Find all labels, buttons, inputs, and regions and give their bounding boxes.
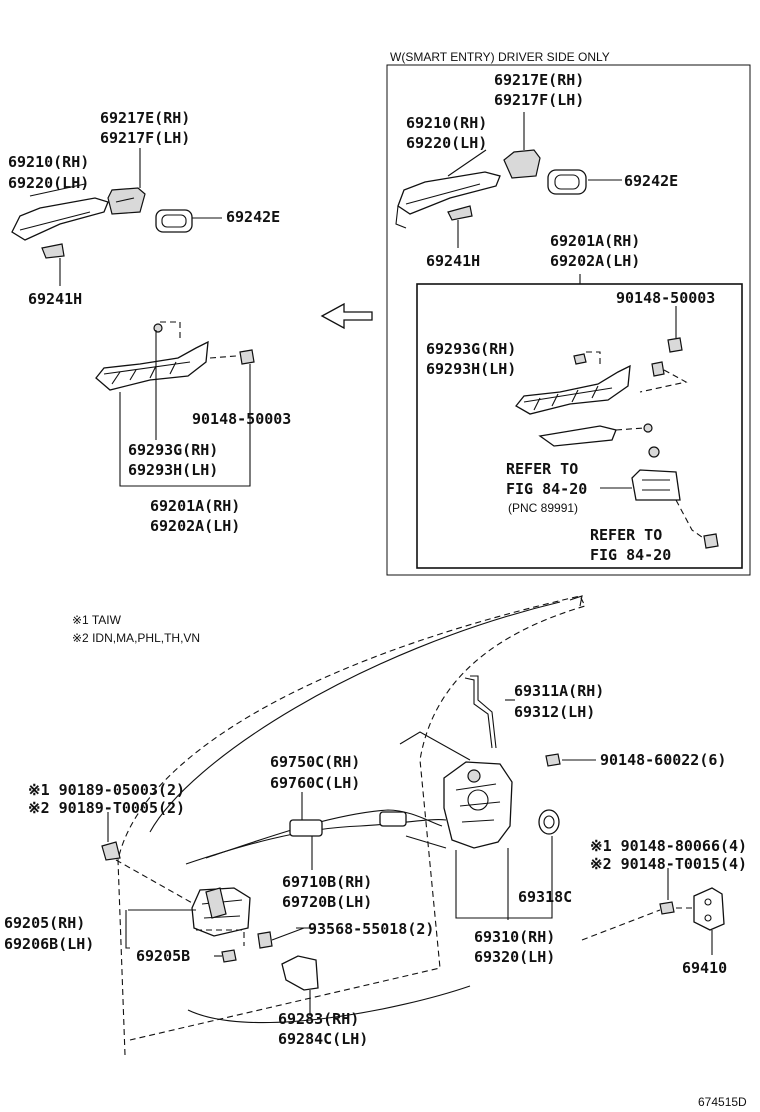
door-label-69311a: 69311A(RH) [514,682,604,700]
left-label-69241h: 69241H [28,290,82,308]
left-label-69242e: 69242E [226,208,280,226]
handle-gasket-drawing [41,243,65,259]
smart-entry-title: W(SMART ENTRY) DRIVER SIDE ONLY [390,50,610,64]
door-label-69750c: 69750C(RH) [270,753,360,771]
smart-entry-box [386,64,751,576]
door-label-69710b: 69710B(RH) [282,873,372,891]
note-2: ※2 IDN,MA,PHL,TH,VN [72,631,200,645]
door-label-69206b: 69206B(LH) [4,935,94,953]
se-label-69217f: 69217F(LH) [494,91,584,109]
note-1: ※1 TAIW [72,613,122,627]
door-label-69760c: 69760C(LH) [270,774,360,792]
se-label-69217e: 69217E(RH) [494,71,584,89]
se-refer1-line3: (PNC 89991) [508,501,578,515]
se-label-90148-50003: 90148-50003 [616,289,715,307]
se-refer1-line2: FIG 84-20 [506,480,587,498]
door-outline [117,595,586,1056]
door-label-69410: 69410 [682,959,727,977]
se-refer2-line1: REFER TO [590,526,662,544]
door-label-90148-80066: ※1 90148-80066(4) [590,837,747,855]
door-label-69720b: 69720B(LH) [282,893,372,911]
left-label-69293h: 69293H(LH) [128,461,218,479]
door-label-90148-t0015: ※2 90148-T0015(4) [590,855,747,873]
se-refer1-line1: REFER TO [506,460,578,478]
door-label-69205b: 69205B [136,947,190,965]
direction-arrow [320,302,373,330]
se-refer2-line2: FIG 84-20 [590,546,671,564]
door-label-69320: 69320(LH) [474,948,555,966]
left-label-69202a: 69202A(LH) [150,517,240,535]
door-label-69283: 69283(RH) [278,1010,359,1028]
figure-id: 674515D [698,1095,747,1109]
door-label-90189-t0005: ※2 90189-T0005(2) [28,799,185,817]
outside-handle-drawing [11,197,109,241]
se-label-69220: 69220(LH) [406,134,487,152]
se-label-69293h: 69293H(LH) [426,360,516,378]
handle-frame-drawing [95,340,209,391]
se-label-69242e: 69242E [624,172,678,190]
door-label-93568-55018: 93568-55018(2) [308,920,434,938]
door-label-69312: 69312(LH) [514,703,595,721]
door-label-90189-05003: ※1 90189-05003(2) [28,781,185,799]
door-label-69318c: 69318C [518,888,572,906]
left-label-69220: 69220(LH) [8,174,89,192]
se-label-69201a: 69201A(RH) [550,232,640,250]
left-label-69293g: 69293G(RH) [128,441,218,459]
left-label-90148-50003: 90148-50003 [192,410,291,428]
se-label-69241h: 69241H [426,252,480,270]
lock-rod-drawing [464,675,497,749]
door-label-69205: 69205(RH) [4,914,85,932]
left-label-69217e: 69217E(RH) [100,109,190,127]
handle-cap-drawing [107,187,146,215]
se-label-69293g: 69293G(RH) [426,340,516,358]
door-assembly-group [101,595,725,1056]
door-label-69310: 69310(RH) [474,928,555,946]
left-label-69210: 69210(RH) [8,153,89,171]
se-label-69210: 69210(RH) [406,114,487,132]
se-label-69202a: 69202A(LH) [550,252,640,270]
left-label-69217f: 69217F(LH) [100,129,190,147]
door-label-90148-60022: 90148-60022(6) [600,751,726,769]
left-handle-group [11,148,373,487]
left-label-69201a: 69201A(RH) [150,497,240,515]
door-lock-drawing [443,761,513,849]
handle-pad-drawing [155,209,193,233]
door-label-69284c: 69284C(LH) [278,1030,368,1048]
striker-drawing [693,887,725,931]
